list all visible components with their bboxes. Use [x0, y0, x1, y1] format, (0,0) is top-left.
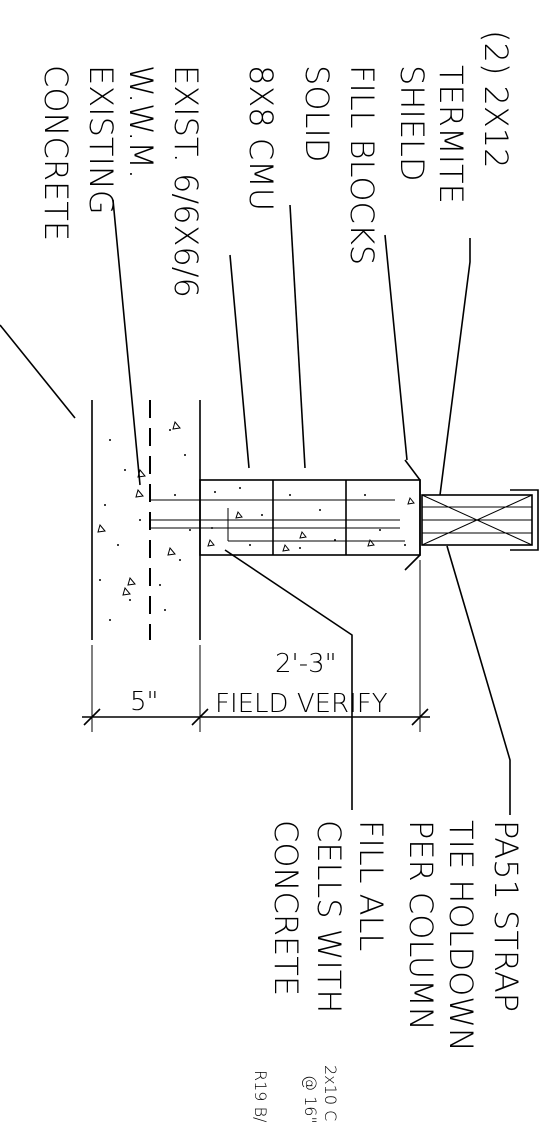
leader-pa51: [446, 545, 511, 815]
leader-lines: [0, 199, 511, 815]
label-at-16: @ 16": [301, 1075, 320, 1124]
label-tie-holdown: TIE HOLDOWN: [442, 820, 480, 1052]
leader-termite-shield: [384, 234, 408, 461]
slab-stipple: [99, 429, 191, 621]
label-termite: TERMITE: [432, 65, 470, 204]
cmu-column: [150, 479, 421, 556]
label-fill-all: FILL ALL: [352, 820, 390, 951]
dimension-lines: 5" 2'-3" FIELD VERIFY: [82, 560, 430, 732]
label-cells-with: CELLS WITH: [310, 820, 348, 1013]
label-existing: EXISTING: [82, 65, 120, 215]
cmu-aggregate: [207, 496, 415, 552]
label-8x8-cmu: 8X8 CMU: [242, 65, 280, 211]
existing-slab: [91, 400, 201, 640]
label-concrete-left: CONCRETE: [37, 65, 75, 241]
label-2x12: (2) 2X12: [477, 30, 515, 169]
rebar-lines: [150, 499, 405, 542]
cmu-outline: [199, 479, 421, 556]
label-r19: R19 B/: [251, 1070, 270, 1123]
cmu-stipple: [211, 487, 406, 549]
leader-mesh: [112, 199, 141, 486]
lumber-assembly: [404, 459, 539, 571]
leader-fill-blocks: [289, 204, 306, 469]
blocking-x: [421, 494, 533, 546]
label-exist-mesh: EXIST. 6/6X6/6: [167, 65, 205, 298]
callout-labels: (2) 2X12 TERMITE SHIELD FILL BLOCKS SOLI…: [37, 30, 525, 1124]
leader-cmu: [229, 254, 250, 469]
label-fill-blocks: FILL BLOCKS: [343, 65, 381, 265]
leader-fill-cells: [224, 549, 353, 810]
label-wwm: W.W.M.: [122, 65, 160, 179]
label-2x10: 2x10 C: [321, 1065, 340, 1121]
leader-concrete: [0, 324, 76, 419]
dim-5-inch: 5": [130, 687, 159, 717]
label-per-column: PER COLUMN: [402, 820, 440, 1031]
strap-outline: [510, 489, 539, 551]
label-solid: SOLID: [298, 65, 336, 162]
dim-field-verify: FIELD VERIFY: [215, 689, 388, 719]
label-shield: SHIELD: [393, 65, 431, 182]
label-concrete-right: CONCRETE: [267, 820, 305, 996]
leader-2x12: [439, 238, 471, 496]
dim-2-3: 2'-3": [275, 649, 337, 679]
slab-aggregate: [97, 420, 181, 596]
label-pa51-strap: PA51 STRAP: [487, 820, 525, 1012]
termite-shield-line: [404, 459, 421, 571]
